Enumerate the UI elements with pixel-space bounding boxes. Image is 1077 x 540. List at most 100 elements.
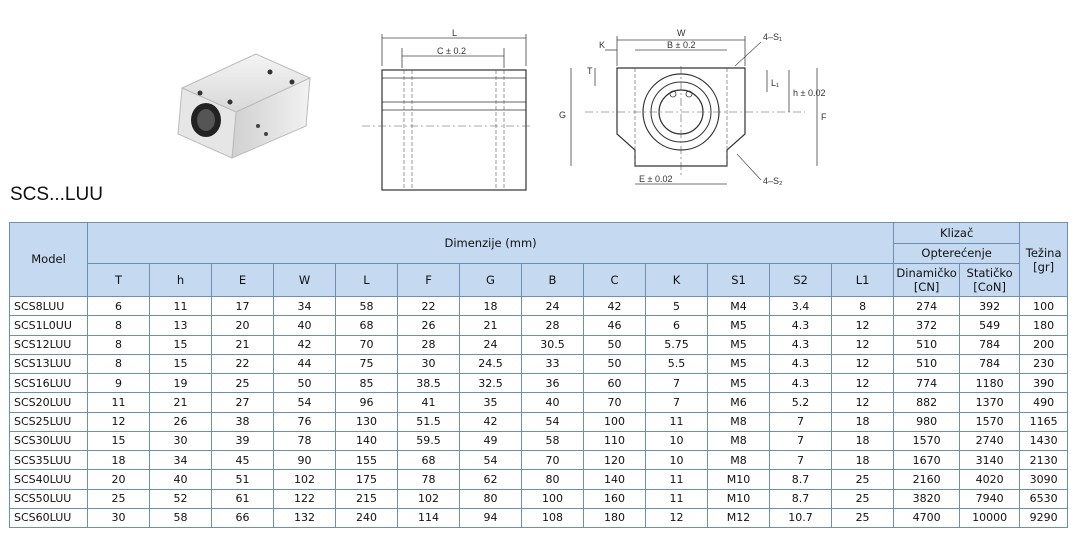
- value-cell: 6530: [1019, 488, 1069, 509]
- value-cell: 130: [335, 411, 398, 432]
- value-cell: M4: [707, 295, 770, 317]
- value-cell: 9290: [1019, 507, 1069, 529]
- model-cell: SCS35LUU: [9, 449, 88, 471]
- value-cell: 22: [211, 353, 274, 375]
- value-cell: 24: [521, 295, 584, 317]
- value-cell: 230: [1019, 353, 1069, 375]
- bearing-block-photo: [177, 53, 312, 159]
- column-header-w: W: [273, 263, 336, 297]
- static-header: Statičko [CoN]: [959, 263, 1021, 297]
- side-view-drawing: W B ± 0.2 K 4–S₁ T G L₁ h ± 0.02 F E ± 0…: [559, 28, 827, 186]
- value-cell: 70: [335, 334, 398, 355]
- value-cell: 8.7: [769, 488, 832, 509]
- value-cell: 50: [273, 372, 336, 394]
- value-cell: 80: [521, 469, 584, 490]
- value-cell: 54: [521, 411, 584, 432]
- model-cell: SCS25LUU: [9, 411, 88, 432]
- value-cell: 68: [397, 449, 460, 471]
- value-cell: 90: [273, 449, 336, 471]
- value-cell: 54: [459, 449, 522, 471]
- value-cell: 10.7: [769, 507, 832, 529]
- value-cell: 7: [769, 449, 832, 471]
- value-cell: 19: [149, 372, 212, 394]
- value-cell: 3140: [959, 449, 1021, 471]
- value-cell: 18: [459, 295, 522, 317]
- value-cell: 35: [459, 392, 522, 413]
- value-cell: 160: [583, 488, 646, 509]
- value-cell: 25: [87, 488, 150, 509]
- value-cell: M8: [707, 430, 770, 452]
- column-header-b: B: [521, 263, 584, 297]
- value-cell: 5.2: [769, 392, 832, 413]
- value-cell: M10: [707, 488, 770, 509]
- value-cell: 17: [211, 295, 274, 317]
- value-cell: 11: [149, 295, 212, 317]
- value-cell: 32.5: [459, 372, 522, 394]
- value-cell: 1165: [1019, 411, 1069, 432]
- value-cell: 41: [397, 392, 460, 413]
- value-cell: 13: [149, 315, 212, 336]
- value-cell: 12: [830, 372, 895, 394]
- value-cell: 8: [87, 334, 150, 355]
- column-header-t: T: [87, 263, 150, 297]
- value-cell: 49: [459, 430, 522, 452]
- value-cell: 21: [211, 334, 274, 355]
- value-cell: 60: [583, 372, 646, 394]
- model-cell: SCS13LUU: [9, 353, 88, 375]
- model-cell: SCS8LUU: [9, 295, 88, 317]
- value-cell: 180: [583, 507, 646, 529]
- value-cell: 34: [273, 295, 336, 317]
- value-cell: M8: [707, 449, 770, 471]
- value-cell: 774: [893, 372, 961, 394]
- value-cell: 155: [335, 449, 398, 471]
- value-cell: 784: [959, 334, 1021, 355]
- value-cell: 12: [830, 315, 895, 336]
- value-cell: 200: [1019, 334, 1069, 355]
- value-cell: 61: [211, 488, 274, 509]
- value-cell: 110: [583, 430, 646, 452]
- value-cell: 28: [397, 334, 460, 355]
- value-cell: 3.4: [769, 295, 832, 317]
- value-cell: 62: [459, 469, 522, 490]
- value-cell: 18: [830, 449, 895, 471]
- value-cell: 132: [273, 507, 336, 529]
- value-cell: 51: [211, 469, 274, 490]
- value-cell: 4.3: [769, 315, 832, 336]
- column-header-h: h: [149, 263, 212, 297]
- model-cell: SCS40LUU: [9, 469, 88, 490]
- value-cell: 30.5: [521, 334, 584, 355]
- value-cell: 26: [149, 411, 212, 432]
- value-cell: 240: [335, 507, 398, 529]
- value-cell: 7: [769, 430, 832, 452]
- value-cell: 175: [335, 469, 398, 490]
- value-cell: 12: [645, 507, 708, 529]
- value-cell: 2160: [893, 469, 961, 490]
- value-cell: 30: [149, 430, 212, 452]
- column-header-l1: L1: [830, 263, 895, 297]
- value-cell: 42: [459, 411, 522, 432]
- value-cell: 2130: [1019, 449, 1069, 471]
- model-cell: SCS20LUU: [9, 392, 88, 413]
- value-cell: 102: [273, 469, 336, 490]
- value-cell: 100: [521, 488, 584, 509]
- value-cell: 40: [149, 469, 212, 490]
- value-cell: 18: [87, 449, 150, 471]
- dim-f-label: F: [821, 112, 827, 122]
- dim-k-label: K: [599, 40, 605, 50]
- value-cell: 10000: [959, 507, 1021, 529]
- value-cell: 490: [1019, 392, 1069, 413]
- value-cell: 58: [521, 430, 584, 452]
- value-cell: 3820: [893, 488, 961, 509]
- value-cell: 3090: [1019, 469, 1069, 490]
- value-cell: 30: [87, 507, 150, 529]
- model-cell: SCS1L0UU: [9, 315, 88, 336]
- value-cell: 9: [87, 372, 150, 394]
- value-cell: 26: [397, 315, 460, 336]
- value-cell: M12: [707, 507, 770, 529]
- model-cell: SCS60LUU: [9, 507, 88, 529]
- value-cell: 15: [87, 430, 150, 452]
